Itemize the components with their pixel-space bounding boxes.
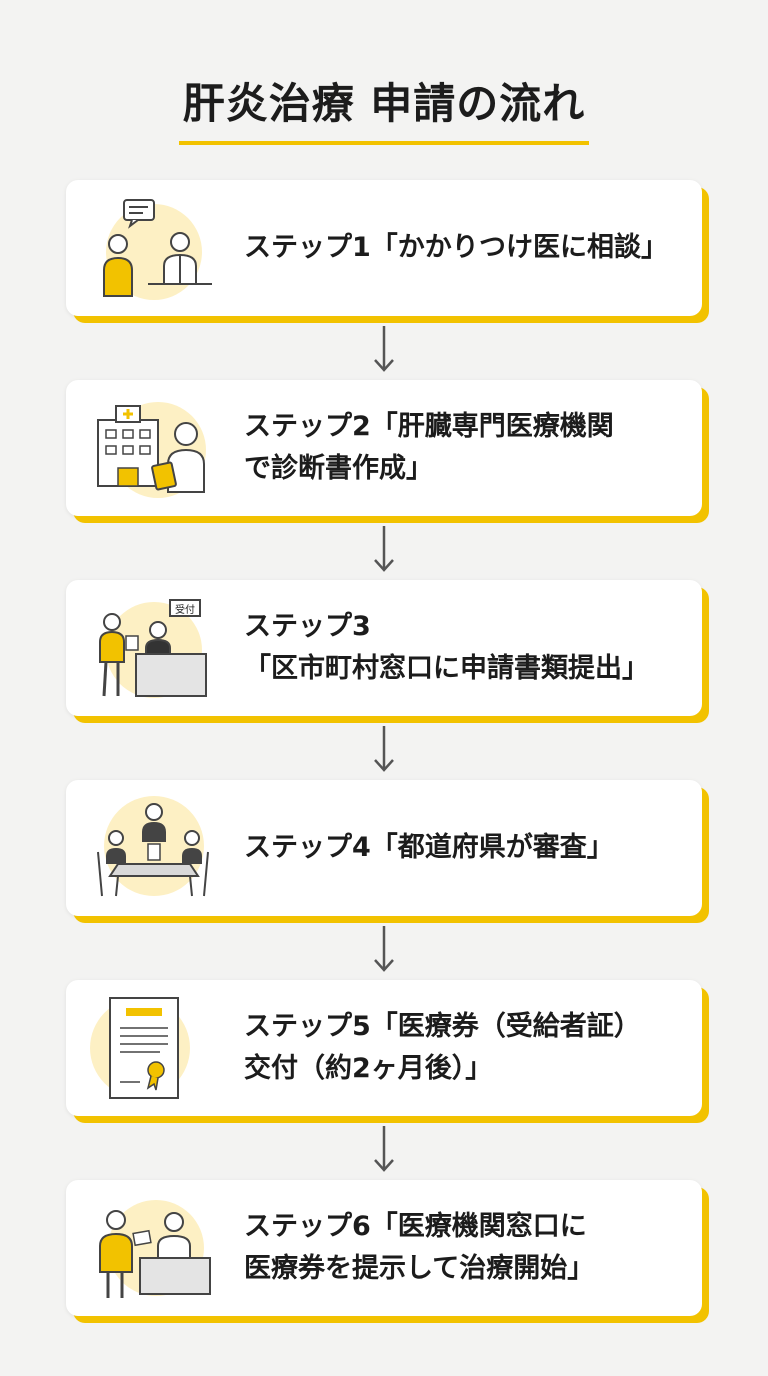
step-line: で診断書作成」 <box>244 453 433 484</box>
step-card-2: ステップ2「肝臓専門医療機関 で診断書作成」 <box>66 380 702 516</box>
step-text-3: ステップ3 「区市町村窓口に申請書類提出」 <box>244 606 682 690</box>
step-line: ステップ3 <box>244 611 371 642</box>
page-title: 肝炎治療 申請の流れ <box>178 70 590 145</box>
step-text-4: ステップ4「都道府県が審査」 <box>244 827 682 869</box>
step-card-3: 受付 ステップ3 「区市町村窓口に申請書類提出」 <box>66 580 702 716</box>
arrow-down-icon <box>372 1124 396 1174</box>
step-line: ステップ5「医療券（受給者証） <box>244 1011 641 1042</box>
arrow-down-icon <box>372 524 396 574</box>
step-line: 交付（約2ヶ月後）」 <box>244 1053 493 1084</box>
reception-counter-icon: 受付 <box>88 592 218 704</box>
patient-doctor-consult-icon <box>88 192 218 304</box>
step-text-1: ステップ1「かかりつけ医に相談」 <box>244 227 682 269</box>
step-card-6: ステップ6「医療機関窓口に 医療券を提示して治療開始」 <box>66 1180 702 1316</box>
step-card-5: ステップ5「医療券（受給者証） 交付（約2ヶ月後）」 <box>66 980 702 1116</box>
step-line: 「区市町村窓口に申請書類提出」 <box>244 653 649 684</box>
step-card-1: ステップ1「かかりつけ医に相談」 <box>66 180 702 316</box>
step-line: ステップ1「かかりつけ医に相談」 <box>244 232 669 263</box>
step-line: ステップ2「肝臓専門医療機関 <box>244 411 614 442</box>
step-text-2: ステップ2「肝臓専門医療機関 で診断書作成」 <box>244 406 682 490</box>
arrow-down-icon <box>372 324 396 374</box>
certificate-icon <box>88 992 218 1104</box>
step-text-5: ステップ5「医療券（受給者証） 交付（約2ヶ月後）」 <box>244 1006 682 1090</box>
arrow-down-icon <box>372 924 396 974</box>
review-meeting-icon <box>88 792 218 904</box>
step-line: ステップ6「医療機関窓口に <box>244 1211 587 1242</box>
reception-sign-label: 受付 <box>175 603 195 616</box>
step-line: 医療券を提示して治療開始」 <box>244 1253 595 1284</box>
hand-over-document-icon <box>88 1192 218 1304</box>
step-card-4: ステップ4「都道府県が審査」 <box>66 780 702 916</box>
hospital-doctor-icon <box>88 392 218 504</box>
step-text-6: ステップ6「医療機関窓口に 医療券を提示して治療開始」 <box>244 1206 682 1290</box>
step-line: ステップ4「都道府県が審査」 <box>244 832 614 863</box>
arrow-down-icon <box>372 724 396 774</box>
